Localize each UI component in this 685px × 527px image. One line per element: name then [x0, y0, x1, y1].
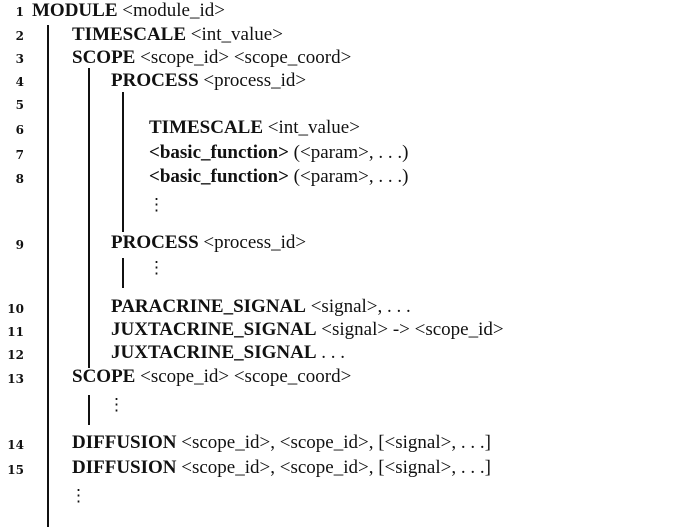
keyword: <basic_function>	[149, 142, 289, 163]
ellipsis: ⋮	[148, 258, 165, 277]
line-number: 1	[15, 5, 24, 19]
code-line: PROCESS <process_id>	[111, 71, 306, 90]
code-line: <basic_function> (<param>, . . .)	[149, 167, 408, 186]
line-number: 5	[15, 98, 24, 112]
keyword: SCOPE	[72, 47, 136, 68]
keyword: PARACRINE_SIGNAL	[111, 296, 306, 317]
code-args: <signal> -> <scope_id>	[316, 319, 504, 340]
ellipsis: ⋮	[108, 395, 125, 414]
keyword: SCOPE	[72, 366, 136, 387]
code-args: <process_id>	[198, 70, 307, 91]
code-args: <scope_id>, <scope_id>, [<signal>, . . .…	[176, 457, 491, 478]
code-line: PARACRINE_SIGNAL <signal>, . . .	[111, 297, 411, 316]
line-number: 12	[7, 348, 24, 362]
line-number: 13	[7, 372, 24, 386]
keyword: PROCESS	[111, 70, 199, 91]
keyword: DIFFUSION	[72, 457, 177, 478]
keyword: TIMESCALE	[72, 24, 187, 45]
code-line: TIMESCALE <int_value>	[72, 25, 283, 44]
line-number: 11	[7, 325, 24, 339]
code-args: (<param>, . . .)	[288, 166, 409, 187]
keyword: <basic_function>	[149, 166, 289, 187]
code-args: <int_value>	[263, 117, 360, 138]
code-args: (<param>, . . .)	[288, 142, 409, 163]
line-number: 6	[15, 123, 24, 137]
keyword: TIMESCALE	[149, 117, 264, 138]
indent-guide-level-1	[47, 25, 49, 527]
line-number: 2	[15, 29, 24, 43]
line-number: 10	[7, 302, 24, 316]
code-line: MODULE <module_id>	[32, 1, 225, 20]
line-number: 7	[15, 148, 24, 162]
code-args: . . .	[316, 342, 346, 363]
code-line: DIFFUSION <scope_id>, <scope_id>, [<sign…	[72, 433, 491, 452]
code-line: <basic_function> (<param>, . . .)	[149, 143, 408, 162]
ellipsis: ⋮	[148, 195, 165, 214]
keyword: MODULE	[32, 0, 118, 21]
line-number: 14	[7, 438, 24, 452]
indent-guide-level-2	[88, 68, 90, 368]
code-args: <signal>, . . .	[305, 296, 411, 317]
ellipsis: ⋮	[70, 486, 87, 505]
line-number: 9	[15, 238, 24, 252]
code-args: <scope_id>, <scope_id>, [<signal>, . . .…	[176, 432, 491, 453]
indent-guide-process-2	[122, 258, 124, 288]
line-number: 15	[7, 463, 24, 477]
keyword: DIFFUSION	[72, 432, 177, 453]
code-args: <scope_id> <scope_coord>	[135, 366, 352, 387]
code-line: DIFFUSION <scope_id>, <scope_id>, [<sign…	[72, 458, 491, 477]
code-args: <scope_id> <scope_coord>	[135, 47, 352, 68]
line-number: 4	[15, 75, 24, 89]
line-number: 8	[15, 172, 24, 186]
code-args: <process_id>	[198, 232, 307, 253]
line-number: 3	[15, 52, 24, 66]
code-line: TIMESCALE <int_value>	[149, 118, 360, 137]
code-args: <int_value>	[186, 24, 283, 45]
code-args: <module_id>	[117, 0, 225, 21]
keyword: JUXTACRINE_SIGNAL	[111, 319, 317, 340]
code-line: JUXTACRINE_SIGNAL <signal> -> <scope_id>	[111, 320, 504, 339]
keyword: JUXTACRINE_SIGNAL	[111, 342, 317, 363]
code-line: SCOPE <scope_id> <scope_coord>	[72, 367, 351, 386]
indent-guide-scope-2	[88, 395, 90, 425]
keyword: PROCESS	[111, 232, 199, 253]
code-line: PROCESS <process_id>	[111, 233, 306, 252]
code-line: SCOPE <scope_id> <scope_coord>	[72, 48, 351, 67]
indent-guide-process-1	[122, 92, 124, 232]
code-line: JUXTACRINE_SIGNAL . . .	[111, 343, 345, 362]
